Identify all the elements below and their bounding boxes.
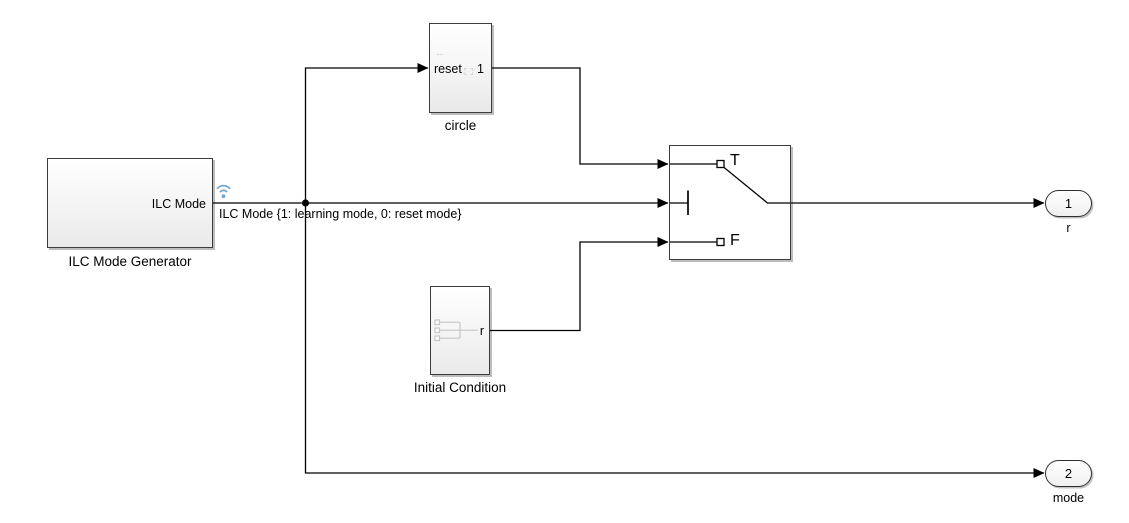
wire-circle-to-switch-true[interactable] bbox=[492, 67, 669, 169]
outport-mode-number: 2 bbox=[1064, 466, 1073, 481]
signal-logging-wifi-icon bbox=[216, 184, 231, 199]
switch-internals bbox=[670, 159, 790, 247]
wire-ic-to-switch-false[interactable] bbox=[490, 237, 669, 332]
block-name-circle[interactable]: circle bbox=[444, 118, 477, 133]
block-name-initial-condition[interactable]: Initial Condition bbox=[413, 380, 507, 395]
subsystem-initial-condition[interactable]: r bbox=[430, 286, 490, 375]
signal-tree-icon bbox=[434, 319, 478, 342]
subsystem-circle[interactable]: reset 1 bbox=[429, 23, 492, 113]
block-name-outport-r[interactable]: r bbox=[1066, 221, 1071, 235]
switch-true-port-label: T bbox=[730, 152, 740, 169]
generator-output-port-label: ILC Mode bbox=[151, 197, 206, 211]
wire-ilcmode-to-outport-mode[interactable] bbox=[304, 203, 1045, 478]
wire-ilcmode-to-circle-reset[interactable] bbox=[304, 63, 429, 203]
subsystem-ilc-mode-generator[interactable]: ILC Mode bbox=[47, 158, 213, 248]
faint-annotation-mark bbox=[437, 52, 443, 55]
circle-input-port-label: reset bbox=[434, 62, 462, 76]
circle-output-port-label: 1 bbox=[477, 62, 484, 76]
switch-false-port-label: F bbox=[730, 232, 740, 249]
faint-annotation-mark bbox=[464, 68, 473, 75]
initial-condition-output-port-label: r bbox=[479, 324, 484, 338]
signal-label-ilc-mode[interactable]: ILC Mode {1: learning mode, 0: reset mod… bbox=[219, 207, 462, 221]
block-name-ilc-mode-generator[interactable]: ILC Mode Generator bbox=[68, 254, 192, 269]
block-name-outport-mode[interactable]: mode bbox=[1052, 491, 1085, 505]
wire-junction-dot bbox=[301, 199, 310, 207]
outport-block-r[interactable]: 1 bbox=[1045, 190, 1092, 217]
outport-r-number: 1 bbox=[1064, 196, 1073, 211]
outport-block-mode[interactable]: 2 bbox=[1045, 460, 1092, 487]
